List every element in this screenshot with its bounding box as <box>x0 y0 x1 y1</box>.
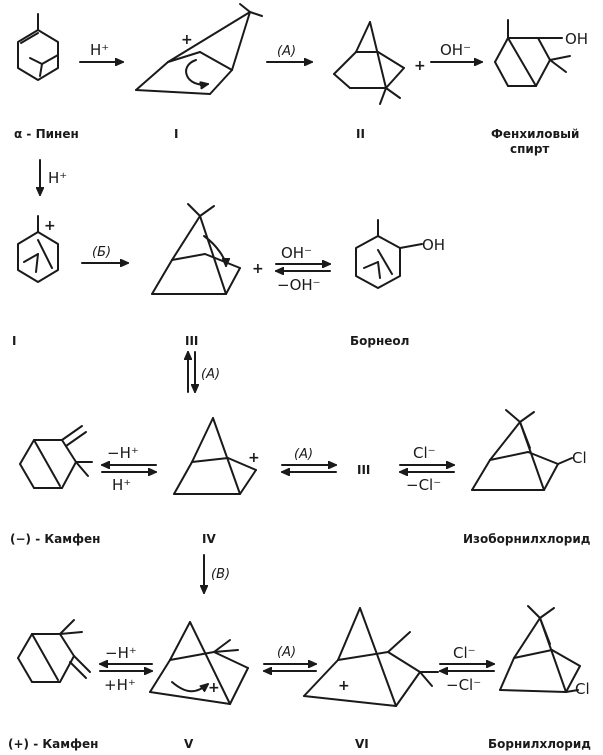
isobornyl-chloride-label: Изоборнилхлорид <box>463 532 591 546</box>
borneol-label: Борнеол <box>350 334 409 348</box>
bornyl-chloride-label: Борнилхлорид <box>488 737 591 751</box>
iii-reference: III <box>357 463 370 477</box>
arrow-1-3-reagent: OH⁻ <box>440 41 471 59</box>
eq-2-top-reagent: OH⁻ <box>281 244 312 262</box>
ion-iv-charge: + <box>248 450 260 466</box>
down-arrow-2-condition: (A) <box>201 367 220 382</box>
arrow-1-1-reagent: H⁺ <box>90 41 109 59</box>
eq-2-bottom-reagent: −OH⁻ <box>277 276 321 294</box>
down-arrow-1-reagent: H⁺ <box>48 169 67 187</box>
camphene-plus-structure <box>17 619 91 683</box>
camphene-minus-structure <box>19 425 93 489</box>
ion-iii-label: III <box>185 334 198 348</box>
borneol-oh-group: OH <box>422 236 445 254</box>
eq-4-2-condition: (A) <box>277 645 296 660</box>
eq-3-2-condition: (A) <box>294 447 313 462</box>
eq-4-1-bottom-reagent: +H⁺ <box>104 676 136 694</box>
ion-ii-charge: + <box>414 58 426 74</box>
ion-iv-label: IV <box>202 532 216 546</box>
ion-vi-label: VI <box>355 737 369 751</box>
ion-vi-charge: + <box>338 678 350 694</box>
eq-4-3-bottom-reagent: −Cl⁻ <box>446 676 481 694</box>
eq-3-1-top-reagent: −H⁺ <box>107 444 139 462</box>
eq-4-1-top-reagent: −H⁺ <box>105 644 137 662</box>
fenchyl-alcohol-label-line2: спирт <box>510 142 549 156</box>
eq-3-3-top-reagent: Cl⁻ <box>413 444 436 462</box>
isobornyl-chloride-structure <box>471 409 573 491</box>
ion-i-label-row2: I <box>12 334 16 348</box>
fenchyl-alcohol-structure <box>494 19 571 87</box>
eq-4-3-top-reagent: Cl⁻ <box>453 644 476 662</box>
alpha-pinene-label: α - Пинен <box>14 127 79 141</box>
ion-ii-structure <box>333 21 405 105</box>
arrow-1-2-condition: (A) <box>277 44 296 59</box>
down-arrow-3-condition: (B) <box>211 567 230 582</box>
fenchyl-alcohol-label-line1: Фенхиловый <box>491 127 579 141</box>
ion-i-structure-row1 <box>135 3 263 95</box>
ion-v-label: V <box>184 737 194 751</box>
ion-iii-structure <box>151 203 241 295</box>
isobornyl-cl-group: Cl <box>572 449 587 467</box>
ion-i-charge-row2: + <box>44 218 56 234</box>
ion-i-label-row1: I <box>174 127 178 141</box>
ion-i-charge-row1: + <box>181 32 193 48</box>
alpha-pinene-structure <box>17 13 59 81</box>
arrow-2-1-condition: (Б) <box>92 245 111 260</box>
ion-i-structure-row2 <box>17 215 59 283</box>
ion-ii-label: II <box>356 127 365 141</box>
bornyl-chloride-structure <box>499 605 581 693</box>
ion-iii-charge: + <box>252 261 264 277</box>
ion-vi-structure <box>303 607 439 707</box>
camphene-plus-label: (+) - Камфен <box>8 737 98 751</box>
ion-iv-structure <box>173 417 257 495</box>
bornyl-cl-group: Cl <box>575 680 590 698</box>
ion-v-charge: + <box>208 680 220 696</box>
ion-v-structure <box>149 621 249 705</box>
borneol-structure <box>355 219 423 289</box>
eq-3-3-bottom-reagent: −Cl⁻ <box>406 476 441 494</box>
eq-3-1-bottom-reagent: H⁺ <box>112 476 131 494</box>
fenchyl-oh-group: OH <box>565 30 588 48</box>
camphene-minus-label: (−) - Камфен <box>10 532 100 546</box>
